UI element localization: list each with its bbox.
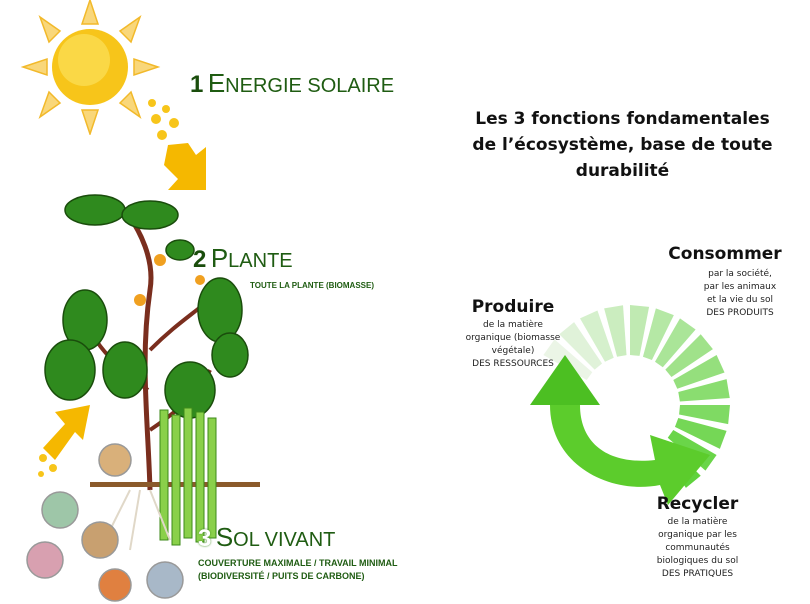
cycle-segment: [679, 405, 730, 425]
step-number: 2: [193, 246, 207, 273]
cycle-segment: [665, 334, 713, 378]
cycle-segment: [630, 305, 650, 356]
recycler-text: de la matière organique par les communau…: [640, 516, 755, 581]
text-line: organique (biomasse: [465, 333, 561, 343]
produire-heading: Produire: [471, 297, 555, 317]
function-recycler: Recycler de la matière organique par les…: [640, 494, 755, 581]
cycle-segment: [604, 305, 627, 357]
text-line: par la société,: [708, 269, 772, 279]
step-number: 1: [190, 71, 204, 98]
diagram-title: Les 3 fonctions fondamentales de l’écosy…: [472, 109, 773, 181]
step-3-sol-vivant: 3 SOL VIVANT: [198, 522, 335, 553]
cycle-segment: [673, 355, 725, 389]
text-line: DES PRATIQUES: [661, 569, 734, 579]
step-label-initial: P: [210, 243, 229, 273]
cycle-arrow-icon: [530, 305, 730, 505]
step-label-initial: E: [207, 68, 226, 98]
produire-text: de la matière organique (biomasse végéta…: [458, 319, 568, 371]
text-line: par les animaux: [703, 282, 777, 292]
step-1-energie-solaire: 1 ENERGIE SOLAIRE: [190, 68, 394, 99]
step-label: OL VIVANT: [233, 529, 336, 551]
text-line: de la matière: [483, 320, 543, 330]
text-line: DES PRODUITS: [706, 308, 774, 318]
function-produire: Produire de la matière organique (biomas…: [458, 297, 568, 371]
step-number: 3: [198, 525, 212, 552]
cycle-segment: [678, 379, 730, 402]
cycle-segment: [655, 318, 696, 368]
step-2-subtitle: Toute la plante (biomasse): [250, 281, 374, 290]
text-line: communautés: [665, 543, 730, 553]
cycle-segment: [674, 417, 727, 449]
cycle-segment: [580, 310, 614, 362]
text-line: végétale): [491, 346, 535, 356]
step-label-initial: S: [215, 522, 234, 552]
sun-arrow-icon: [148, 99, 206, 190]
text-line: et la vie du sol: [706, 295, 773, 305]
bean-plant-illustration: [44, 194, 260, 551]
cycle-segment: [642, 308, 674, 361]
consommer-heading: Consommer: [668, 244, 782, 264]
step-label: LANTE: [228, 250, 293, 272]
step-3-subtitle-1: Couverture maximale / Travail minimal: [198, 558, 398, 568]
cycle-segment: [559, 322, 603, 370]
text-line: biologiques du sol: [656, 556, 739, 566]
text-line: organique par les: [658, 530, 737, 540]
recycler-heading: Recycler: [656, 494, 739, 514]
text-line: DES RESSOURCES: [472, 359, 554, 369]
step-3-subtitle-2: (Biodiversité / puits de carbone): [198, 571, 365, 581]
step-label: NERGIE SOLAIRE: [225, 75, 395, 97]
consommer-text: par la société, par les animaux et la vi…: [650, 268, 800, 320]
step-2-plante: 2 PLANTE: [193, 243, 293, 274]
function-consommer: Consommer par la société, par les animau…: [650, 244, 800, 320]
soil-organisms-icons: [26, 443, 184, 602]
sun-icon: [20, 0, 161, 135]
text-line: de la matière: [667, 517, 728, 527]
soil-arrow-icon: [38, 405, 90, 477]
